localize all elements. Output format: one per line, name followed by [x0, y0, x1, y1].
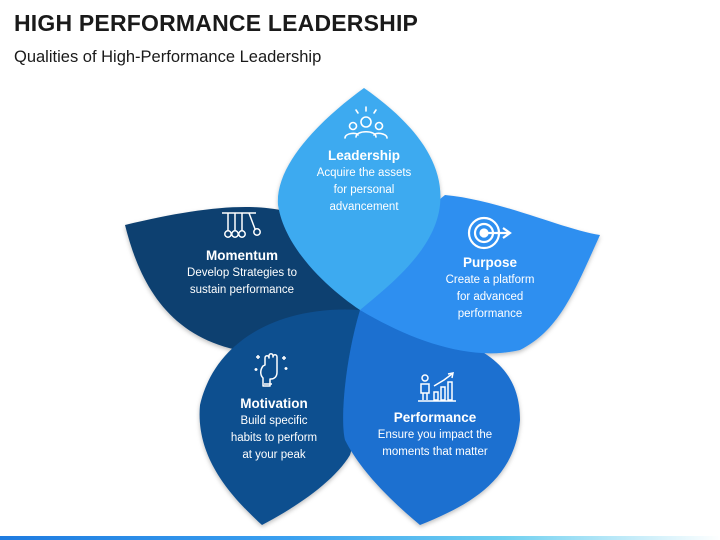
petal-label-leadership: Leadership Acquire the assets for person… [298, 148, 430, 216]
petal-description: Acquire the assets for personal advancem… [316, 167, 412, 213]
petal-description: Create a platform for advanced performan… [445, 274, 535, 320]
petal-label-performance: Performance Ensure you impact the moment… [360, 410, 510, 461]
petal-label-purpose: Purpose Create a platform for advanced p… [420, 255, 560, 323]
petal-title: Leadership [327, 148, 401, 163]
team-leader-icon [344, 106, 388, 139]
petal-description: Build specific habits to perform at your… [230, 415, 318, 461]
petal-motivation[interactable] [199, 309, 361, 525]
growth-chart-icon [418, 372, 456, 402]
bottom-accent-bar [0, 536, 720, 540]
petal-description: Develop Strategies to sustain performanc… [187, 267, 297, 296]
newtons-cradle-icon [222, 212, 261, 238]
raised-fist-icon [254, 353, 288, 387]
petal-label-momentum: Momentum Develop Strategies to sustain p… [172, 248, 312, 299]
petal-label-motivation: Motivation Build specific habits to perf… [214, 396, 334, 464]
petal-title: Momentum [206, 248, 278, 263]
target-icon [467, 216, 512, 250]
page-title: HIGH PERFORMANCE LEADERSHIP [14, 10, 419, 36]
petal-description: Ensure you impact the moments that matte… [377, 429, 493, 458]
petal-performance[interactable] [343, 310, 520, 525]
petal-leadership[interactable] [277, 88, 441, 310]
petal-title: Motivation [240, 396, 308, 411]
petal-title: Performance [393, 410, 477, 425]
page-subtitle: Qualities of High-Performance Leadership [14, 48, 322, 66]
petal-title: Purpose [462, 255, 517, 270]
